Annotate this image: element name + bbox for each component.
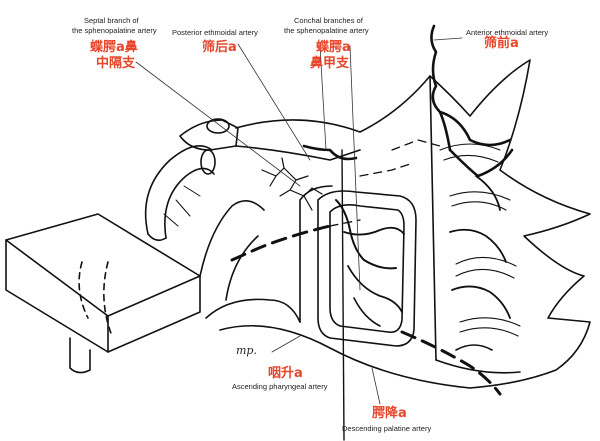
posterior-ethmoidal-cn: 筛后a — [202, 40, 237, 55]
septal-branch-cn-line1: 蝶腭a鼻 — [90, 40, 138, 55]
septal-branches — [261, 157, 323, 211]
septal-branch-label-line2: the sphenopalatine artery — [72, 26, 157, 35]
conchal-branches-cn-line1: 蝶腭a — [316, 40, 351, 55]
septal-branch-label-line1: Septal branch of — [84, 16, 139, 25]
dashed-courses — [230, 224, 502, 396]
descending-palatine-label: Descending palatine artery — [342, 424, 432, 433]
arteries — [302, 24, 514, 441]
conchal-branches-label-line2: the sphenopalatine artery — [284, 26, 369, 35]
vessel-tube — [144, 144, 216, 242]
tissue-block — [5, 213, 201, 374]
anterior-ethmoidal-label: Anterior ethmoidal artery — [466, 28, 549, 37]
conchal-branches-cn-line2: 鼻甲支 — [310, 56, 350, 71]
upper-tube — [179, 118, 239, 151]
ascending-pharyngeal-cn: 咽升a — [268, 366, 303, 381]
septal-branch-cn-line2: 中隔支 — [96, 56, 136, 71]
nasal-wall — [199, 59, 591, 389]
descending-palatine-cn: 腭降a — [372, 406, 407, 421]
ascending-pharyngeal-label: Ascending pharyngeal artery — [232, 382, 328, 391]
leader-lines — [135, 37, 463, 405]
artist-signature: mp. — [236, 344, 257, 357]
anterior-ethmoidal-cn: 筛前a — [484, 36, 519, 51]
window-frame — [317, 190, 417, 347]
septum-panel — [429, 75, 521, 374]
posterior-ethmoidal-label: Posterior ethmoidal artery — [172, 28, 258, 37]
conchal-branches-label-line1: Conchal branches of — [294, 16, 363, 25]
dashed-thin — [329, 139, 441, 227]
